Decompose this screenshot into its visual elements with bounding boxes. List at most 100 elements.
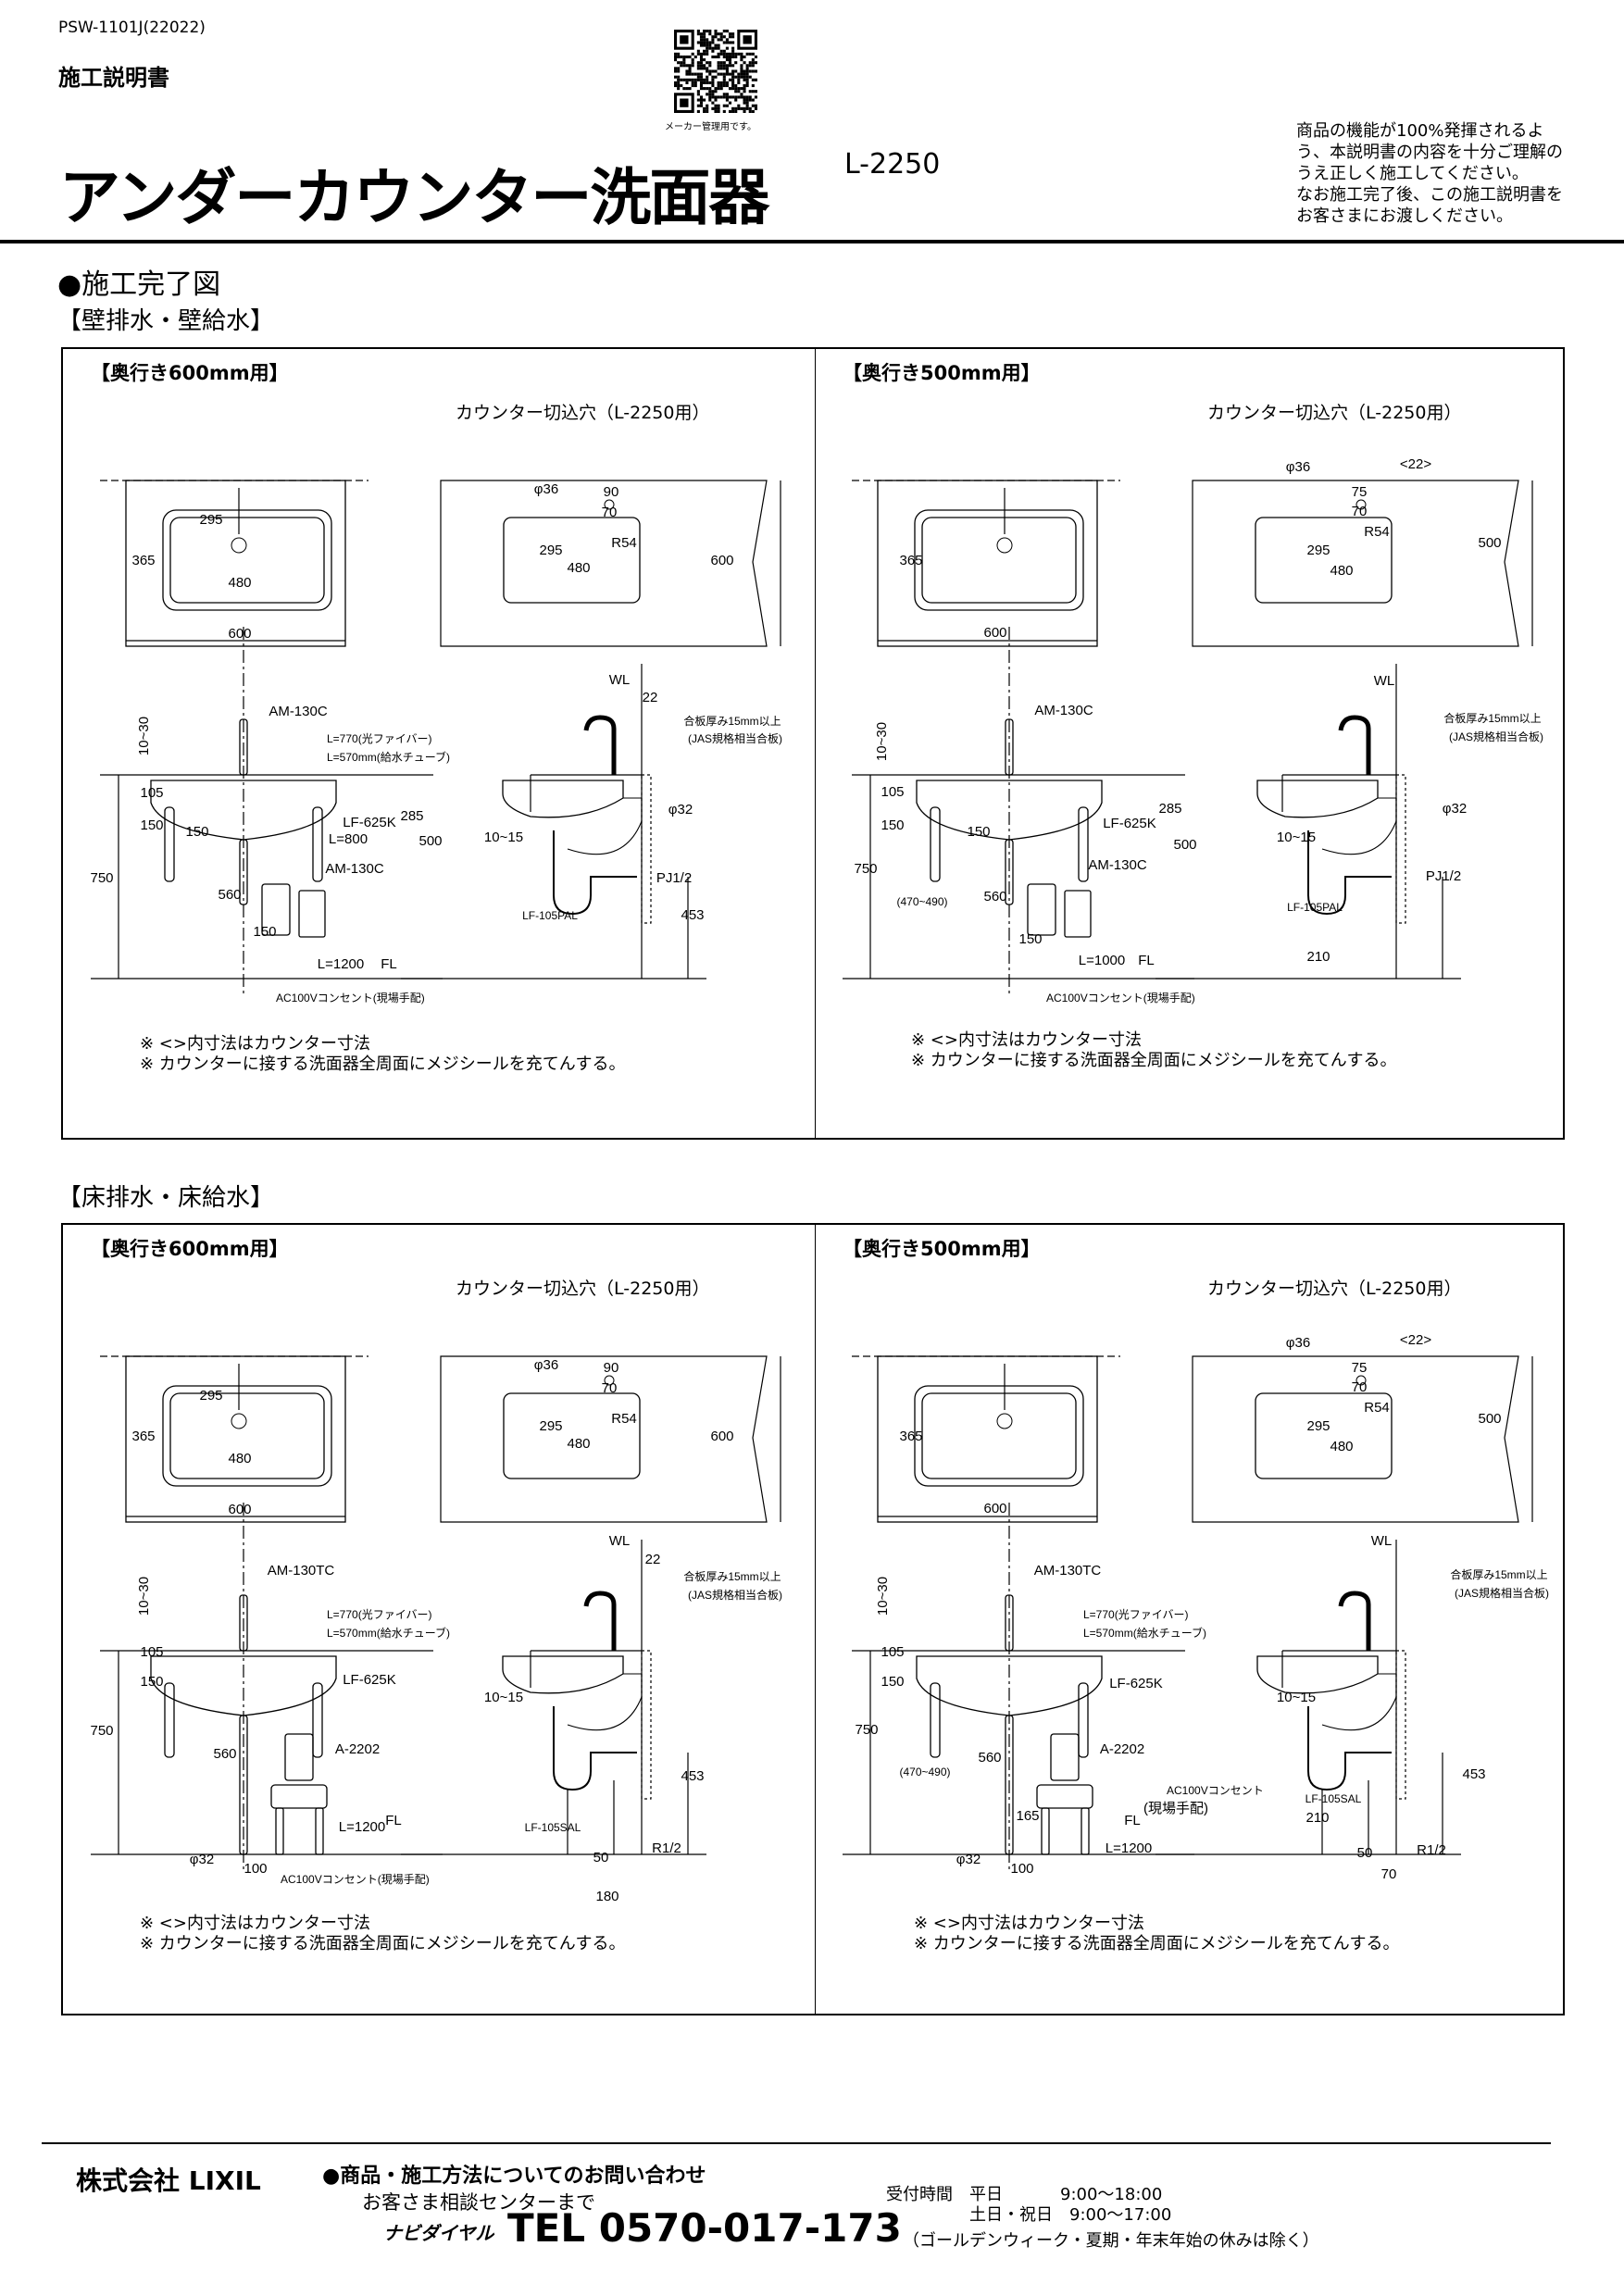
note-line: ※ カウンターに接する洗面器全周面にメジシールを充てんする。 <box>914 1934 1400 1953</box>
qr-module <box>714 87 718 91</box>
panel-title: 【奥行き500mm用】 <box>843 1238 1041 1260</box>
dimension-label: 合板厚み15mm以上 <box>683 714 781 728</box>
qr-module <box>688 69 692 73</box>
dimension-label: AC100Vコンセント(現場手配) <box>276 992 425 1004</box>
dimension-label: FL <box>1124 1813 1141 1828</box>
qr-module <box>743 72 746 76</box>
bracket-right <box>1078 1682 1089 1758</box>
weekend-label: 土日・祝日 <box>969 2205 1053 2225</box>
dimension-label: 600 <box>710 1429 733 1444</box>
qr-module <box>717 64 720 68</box>
qr-module <box>693 55 697 59</box>
dimension-label: A-2202 <box>1100 1741 1144 1757</box>
qr-module <box>674 83 678 88</box>
qr-module <box>703 67 706 70</box>
qr-module <box>731 78 735 81</box>
qr-module <box>699 98 704 102</box>
qr-module <box>745 106 749 110</box>
notice-line: 商品の機能が100%発揮されるよ <box>1296 121 1544 141</box>
qr-module <box>722 64 726 68</box>
sink-inner-top-view <box>921 517 1077 604</box>
cutout-caption: カウンター切込穴（L-2250用） <box>1207 1279 1462 1299</box>
qr-module <box>703 32 706 36</box>
qr-module <box>714 35 718 39</box>
dimension-label: 合板厚み15mm以上 <box>683 1569 781 1583</box>
qr-module <box>748 52 752 56</box>
qr-module <box>711 69 715 73</box>
dimension-label: 365 <box>131 1429 155 1444</box>
cutout-hole <box>503 1392 641 1479</box>
drain-icon <box>231 1413 247 1429</box>
qr-module <box>696 72 700 76</box>
bracket-right <box>312 806 323 882</box>
qr-module <box>725 67 729 70</box>
qr-module <box>714 46 718 50</box>
qr-module <box>734 55 738 59</box>
qr-module <box>743 83 746 88</box>
qr-module <box>731 55 735 59</box>
basin-side <box>1256 780 1379 818</box>
qr-module <box>740 55 743 59</box>
qr-module <box>722 95 726 99</box>
qr-module <box>708 93 712 96</box>
notice-line: お客さまにお渡しください。 <box>1296 206 1513 226</box>
dimension-label: R54 <box>611 1411 637 1427</box>
qr-module <box>719 64 723 68</box>
plywood-backing <box>1395 1650 1406 1800</box>
qr-module <box>748 69 752 73</box>
qr-module <box>731 72 735 76</box>
qr-module <box>734 95 738 99</box>
dimension-label: 70 <box>1381 1866 1397 1882</box>
qr-module <box>696 75 700 79</box>
qr-module <box>703 35 706 39</box>
bracket-side <box>1321 1673 1397 1731</box>
dimension-label: L=800 <box>329 831 368 847</box>
note-line: ※ カウンターに接する洗面器全周面にメジシールを充てんする。 <box>911 1051 1397 1070</box>
qr-module <box>731 32 735 36</box>
qr-module <box>711 106 715 110</box>
dimension-label: LF-625K <box>343 815 396 830</box>
model-number: L-2250 <box>844 148 941 181</box>
dimension-label: 295 <box>539 543 562 558</box>
qr-module <box>719 32 723 36</box>
qr-module <box>719 83 723 88</box>
drain-icon <box>231 537 247 554</box>
qr-module <box>711 83 715 88</box>
cutout-caption: カウンター切込穴（L-2250用） <box>456 403 710 423</box>
qr-module <box>743 90 746 94</box>
qr-module <box>708 64 712 68</box>
qr-module <box>737 106 741 110</box>
phone-number[interactable]: TEL 0570-017-173 <box>507 2205 902 2251</box>
qr-module <box>693 81 697 84</box>
dimension-label: 22 <box>643 690 658 705</box>
qr-module <box>734 52 738 56</box>
weekend-hours: 9:00～17:00 <box>1069 2205 1172 2225</box>
plywood-backing <box>1395 774 1406 924</box>
drain-icon <box>996 537 1013 554</box>
basin-side <box>502 1655 624 1694</box>
qr-module <box>731 106 735 110</box>
qr-module <box>717 44 720 47</box>
dimension-label: 500 <box>1478 535 1501 551</box>
qr-module <box>745 64 749 68</box>
qr-module <box>745 104 749 107</box>
qr-module <box>754 78 757 81</box>
qr-module <box>706 93 709 96</box>
dimension-label: 500 <box>1478 1411 1501 1427</box>
dimension-label: AC100Vコンセント <box>1167 1784 1264 1797</box>
qr-module <box>696 109 700 113</box>
faucet-hole-icon <box>1355 499 1367 510</box>
qr-module <box>714 44 718 47</box>
qr-module <box>725 93 729 96</box>
qr-module <box>677 61 681 65</box>
valve-unit <box>1036 1784 1093 1809</box>
qr-module <box>711 35 715 39</box>
sink-inner-top-view <box>169 517 325 604</box>
qr-module <box>677 67 681 70</box>
qr-module <box>674 75 678 79</box>
page-title: アンダーカウンター洗面器 <box>59 162 769 233</box>
qr-module <box>734 75 738 79</box>
section-heading: ●施工完了図 <box>57 268 221 301</box>
qr-module <box>699 52 704 56</box>
bracket-side <box>1321 797 1397 855</box>
